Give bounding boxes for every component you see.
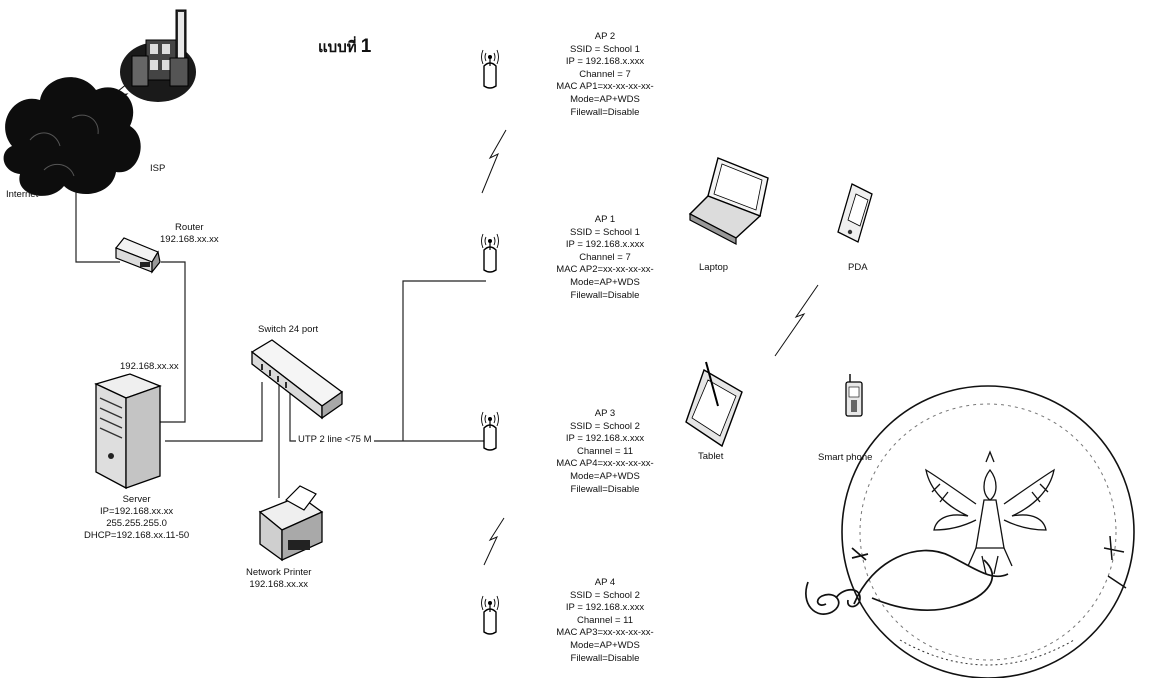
tablet-icon	[685, 361, 743, 448]
server-line-dhcp: DHCP=192.168.xx.11-50	[84, 530, 190, 541]
pda-icon	[837, 183, 873, 243]
ap3-ssid: SSID = School 2	[570, 420, 640, 432]
router-label: Router	[175, 222, 204, 233]
ap3-mac: MAC AP4=xx-xx-xx-xx-	[556, 458, 654, 470]
router-server-line	[160, 261, 186, 423]
internet-router-line	[75, 190, 120, 263]
server-line-ip: IP=192.168.xx.xx	[100, 506, 174, 517]
ap2-ap1-wireless-link	[481, 129, 507, 194]
title-number: 1	[360, 36, 372, 57]
ap1-name: AP 1	[594, 214, 616, 225]
router-icon	[115, 237, 161, 274]
ap4-ssid: SSID = School 2	[570, 589, 640, 601]
ap2-ssid: SSID = School 1	[570, 43, 640, 55]
ap3-ip: IP = 192.168.x.xxx	[565, 433, 645, 445]
ap4-antenna-icon	[481, 595, 499, 635]
ap1-channel: Channel = 7	[579, 251, 631, 263]
tablet-label: Tablet	[698, 451, 724, 462]
ap1-mac: MAC AP2=xx-xx-xx-xx-	[556, 264, 654, 276]
internet-label: Internet	[6, 189, 39, 200]
garuda-emblem-icon	[925, 450, 1055, 575]
server-icon	[94, 373, 162, 490]
handwritten-signature	[805, 547, 1009, 615]
switch-label: Switch 24 port	[258, 324, 319, 335]
ap4-mac: MAC AP3=xx-xx-xx-xx-	[556, 627, 654, 639]
printer-label: Network Printer	[246, 567, 312, 578]
network-printer-icon	[258, 485, 324, 562]
printer-ip: 192.168.xx.xx	[249, 579, 309, 590]
server-switch-line	[165, 382, 263, 442]
official-seal-stamp	[805, 385, 1135, 678]
ap2-ip: IP = 192.168.x.xxx	[565, 56, 645, 68]
pda-label: PDA	[848, 262, 868, 273]
ap3-ap4-wireless-link	[483, 517, 505, 566]
isp-building-icon	[120, 9, 196, 102]
ap2-firewall: Filewall=Disable	[570, 106, 640, 118]
smartphone-icon	[845, 374, 863, 417]
link-label: UTP 2 line <75 M	[296, 434, 374, 446]
devices-wireless-link	[774, 284, 819, 357]
ap3-channel: Channel = 11	[576, 445, 634, 457]
ap1-mode: Mode=AP+WDS	[570, 276, 640, 288]
ap2-channel: Channel = 7	[579, 68, 631, 80]
ap2-antenna-icon	[481, 49, 499, 89]
ap3-name: AP 3	[594, 408, 616, 419]
server-link-ip: 192.168.xx.xx	[120, 361, 179, 372]
ap3-info: AP 3 SSID = School 2 IP = 192.168.x.xxx …	[550, 408, 660, 496]
ap4-mode: Mode=AP+WDS	[570, 639, 640, 651]
server-label: Server	[122, 494, 151, 505]
smartphone-label: Smart phone	[818, 452, 873, 463]
ap2-name: AP 2	[594, 31, 616, 42]
ap4-channel: Channel = 11	[576, 614, 634, 626]
switch-icon	[250, 339, 344, 420]
ap4-info: AP 4 SSID = School 2 IP = 192.168.x.xxx …	[550, 577, 660, 665]
ap1-ssid: SSID = School 1	[570, 226, 640, 238]
ap4-name: AP 4	[594, 577, 616, 588]
ap1-ip: IP = 192.168.x.xxx	[565, 239, 645, 251]
ap1-firewall: Filewall=Disable	[570, 289, 640, 301]
isp-label: ISP	[150, 163, 166, 174]
ap2-info: AP 2 SSID = School 1 IP = 192.168.x.xxx …	[550, 31, 660, 119]
internet-cloud-icon	[3, 77, 141, 196]
router-label-block: Router 192.168.xx.xx	[160, 222, 219, 246]
router-ip: 192.168.xx.xx	[160, 234, 219, 245]
ap4-firewall: Filewall=Disable	[570, 652, 640, 664]
ap1-trunk-line	[402, 280, 486, 441]
title-prefix: แบบที่	[318, 39, 357, 56]
ap3-antenna-icon	[481, 411, 499, 451]
server-label-block: Server IP=192.168.xx.xx 255.255.255.0 DH…	[84, 494, 189, 542]
ap3-mode: Mode=AP+WDS	[570, 470, 640, 482]
printer-label-block: Network Printer 192.168.xx.xx	[246, 567, 311, 591]
seal-lower-text-arc	[899, 639, 1075, 666]
ap2-mac: MAC AP1=xx-xx-xx-xx-	[556, 81, 654, 93]
switch-link-line	[289, 390, 486, 442]
server-line-mask: 255.255.255.0	[106, 518, 167, 529]
laptop-icon	[688, 157, 769, 245]
seal-right-text-arc	[1103, 535, 1127, 589]
ap4-ip: IP = 192.168.x.xxx	[565, 602, 645, 614]
diagram-title: แบบที่ 1	[318, 35, 371, 59]
ap2-mode: Mode=AP+WDS	[570, 93, 640, 105]
laptop-label: Laptop	[699, 262, 729, 273]
ap3-firewall: Filewall=Disable	[570, 483, 640, 495]
ap1-info: AP 1 SSID = School 1 IP = 192.168.x.xxx …	[550, 214, 660, 302]
ap1-antenna-icon	[481, 233, 499, 273]
